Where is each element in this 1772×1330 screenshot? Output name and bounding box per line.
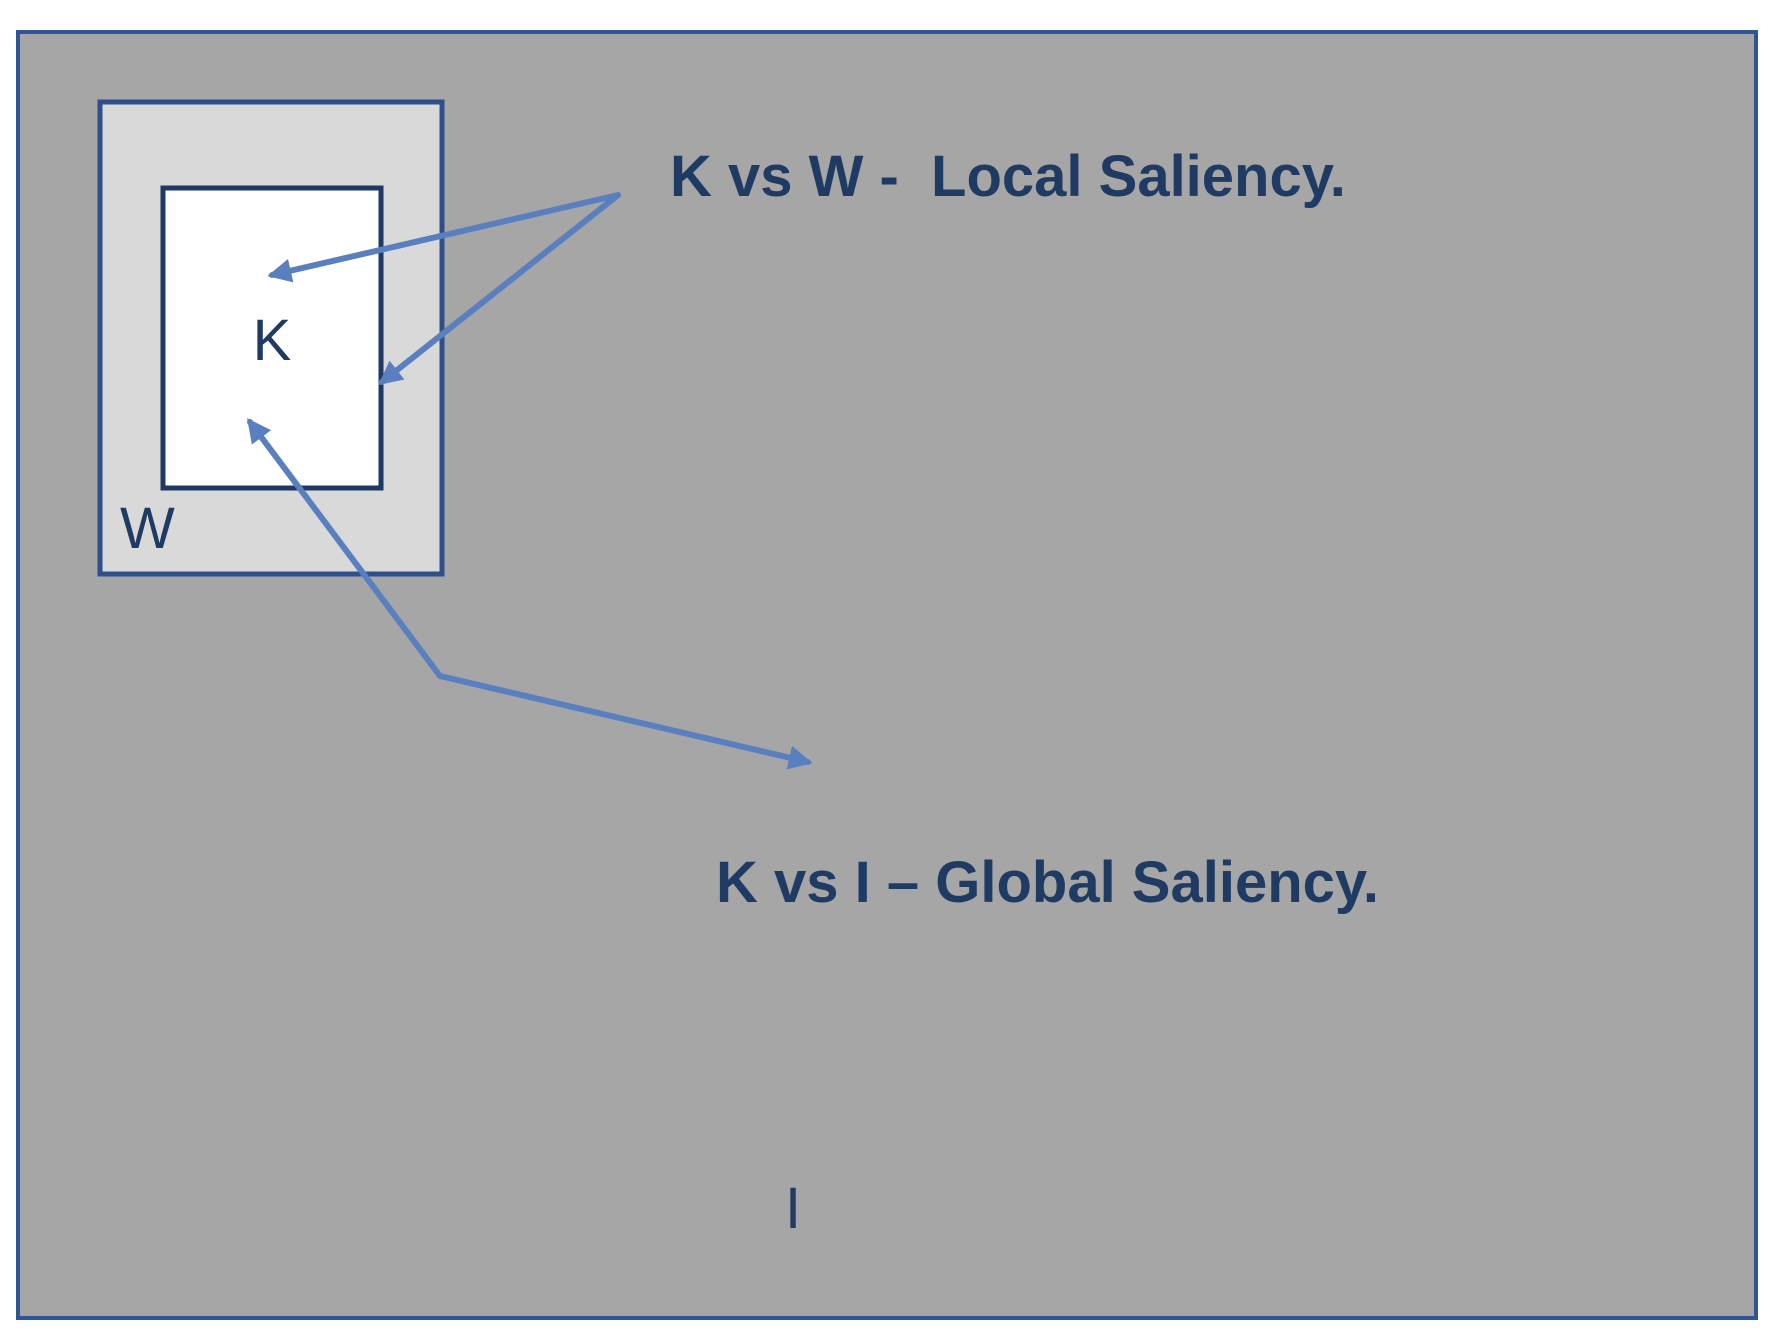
window-label: W xyxy=(120,496,175,561)
local-saliency-arrow-to-window xyxy=(378,192,621,385)
local-saliency-label: K vs W - Local Saliency. xyxy=(670,144,1346,209)
local-saliency-arrow-to-kernel xyxy=(267,192,621,283)
global-saliency-arrow xyxy=(247,418,813,770)
global-saliency-label: K vs I – Global Saliency. xyxy=(716,850,1379,915)
kernel-label: K xyxy=(253,308,292,373)
image-label: I xyxy=(785,1176,801,1241)
